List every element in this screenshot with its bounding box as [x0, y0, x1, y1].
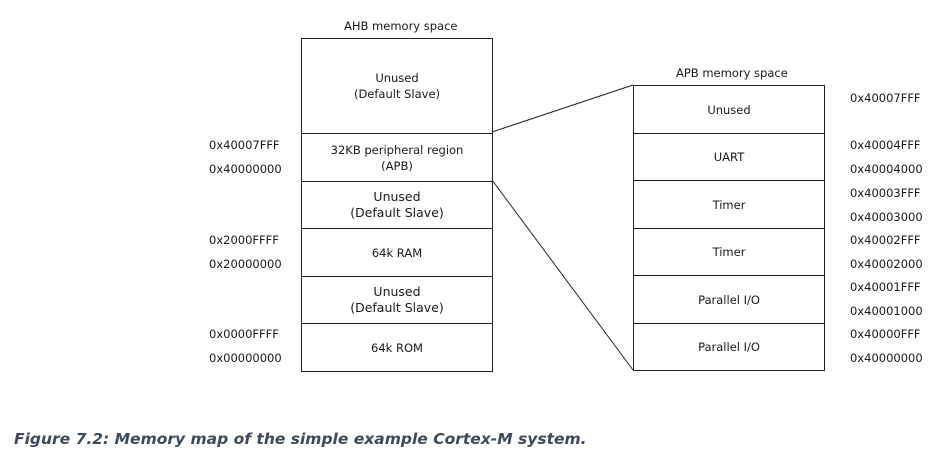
ahb-address: 0x40000000 — [209, 162, 282, 176]
region-label: Unused — [373, 284, 421, 299]
apb-address: 0x40004000 — [850, 162, 923, 176]
apb-region-timer-1: Timer — [634, 181, 824, 229]
ahb-address: 0x00000000 — [209, 351, 282, 365]
apb-address: 0x40002FFF — [850, 233, 921, 247]
region-label: Timer — [712, 197, 746, 212]
ahb-region-peripheral: 32KB peripheral region (APB) — [302, 134, 492, 182]
ahb-region-rom: 64k ROM — [302, 324, 492, 372]
apb-address: 0x40001FFF — [850, 280, 921, 294]
apb-title: APB memory space — [676, 66, 788, 80]
apb-address: 0x40000FFF — [850, 327, 921, 341]
region-sublabel: (Default Slave) — [350, 205, 444, 220]
ahb-region-ram: 64k RAM — [302, 229, 492, 277]
apb-address: 0x40000000 — [850, 351, 923, 365]
figure-caption: Figure 7.2: Memory map of the simple exa… — [14, 430, 587, 448]
ahb-region-unused-low: Unused (Default Slave) — [302, 277, 492, 324]
ahb-memory-map: Unused (Default Slave) 32KB peripheral r… — [301, 38, 493, 372]
region-label: Unused — [375, 71, 419, 85]
region-label: 64k RAM — [371, 245, 423, 260]
apb-address: 0x40007FFF — [850, 91, 921, 105]
region-sublabel: (Default Slave) — [353, 87, 441, 101]
connector-line-bottom — [491, 179, 634, 371]
region-label: Unused — [707, 102, 751, 117]
connector-line-top — [491, 84, 634, 133]
apb-address: 0x40001000 — [850, 304, 923, 318]
region-label: 32KB peripheral region — [330, 142, 464, 157]
region-label: UART — [713, 150, 745, 164]
region-label: 64k ROM — [371, 340, 423, 355]
apb-region-parallel-io-0: Parallel I/O — [634, 324, 824, 371]
ahb-title: AHB memory space — [344, 19, 458, 33]
apb-address: 0x40003000 — [850, 210, 923, 224]
ahb-address: 0x2000FFFF — [209, 233, 279, 247]
region-label: Unused — [373, 189, 421, 204]
region-sublabel: (Default Slave) — [350, 300, 444, 315]
apb-memory-map: Unused UART Timer Timer Parallel I/O Par… — [633, 85, 825, 371]
ahb-address: 0x40007FFF — [209, 138, 280, 152]
ahb-address: 0x0000FFFF — [209, 327, 279, 341]
ahb-address: 0x20000000 — [209, 257, 282, 271]
apb-region-unused: Unused — [634, 86, 824, 134]
apb-region-uart: UART — [634, 134, 824, 181]
apb-region-timer-0: Timer — [634, 229, 824, 276]
apb-address: 0x40003FFF — [850, 186, 921, 200]
region-label: Timer — [712, 245, 746, 259]
ahb-region-unused-mid: Unused (Default Slave) — [302, 182, 492, 229]
region-label: Parallel I/O — [698, 340, 760, 354]
region-label: Parallel I/O — [698, 292, 760, 307]
region-sublabel: (APB) — [381, 158, 413, 173]
apb-address: 0x40002000 — [850, 257, 923, 271]
ahb-region-unused-top: Unused (Default Slave) — [302, 39, 492, 134]
apb-address: 0x40004FFF — [850, 138, 921, 152]
apb-region-parallel-io-1: Parallel I/O — [634, 276, 824, 324]
